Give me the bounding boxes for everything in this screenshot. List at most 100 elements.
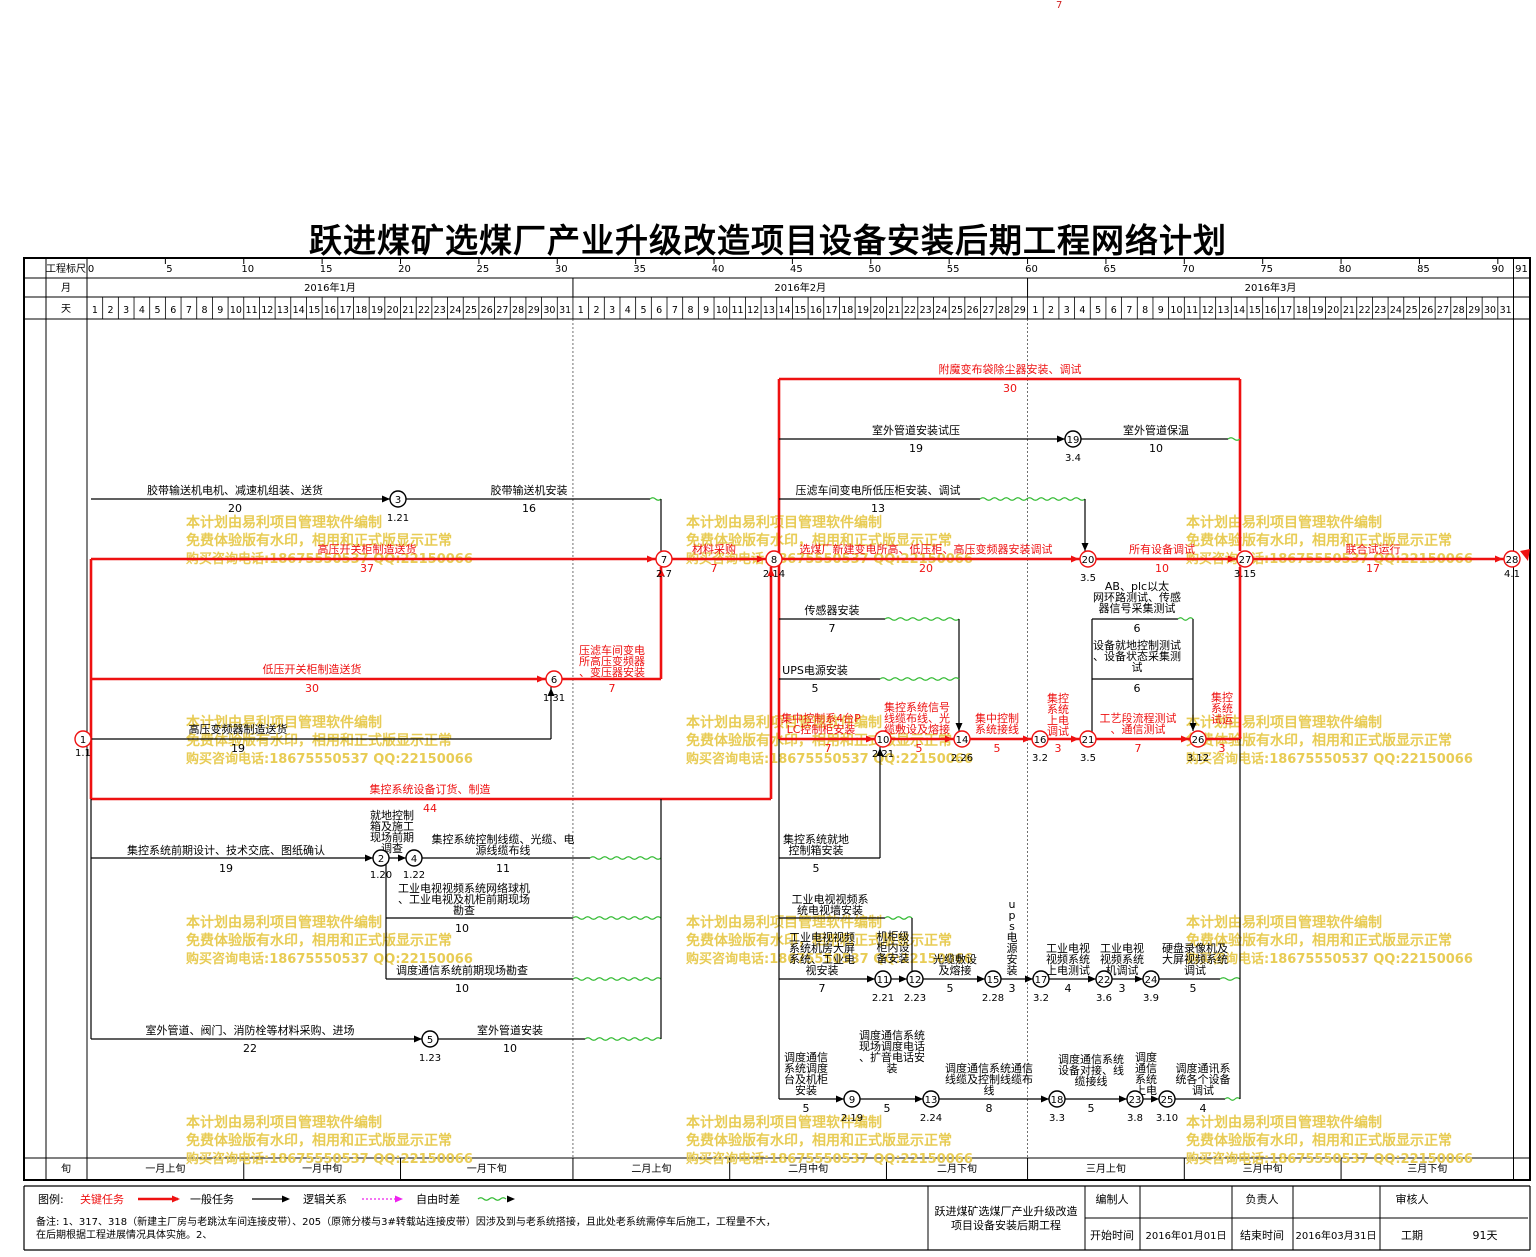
day-label: 6 bbox=[170, 305, 176, 316]
arrow-head bbox=[282, 1195, 290, 1203]
day-label: 27 bbox=[982, 305, 994, 316]
task-label: 附魔变布袋除尘器安装、调试 bbox=[939, 362, 1082, 376]
day-label: 10 bbox=[716, 305, 728, 316]
day-label: 28 bbox=[512, 305, 524, 316]
footer-project: 跃进煤矿选煤厂产业升级改造 bbox=[935, 1204, 1078, 1218]
arrow-head bbox=[1495, 555, 1503, 563]
node-9 bbox=[843, 1090, 861, 1108]
row-label-xun: 旬 bbox=[61, 1162, 71, 1175]
scale-tick-label: 35 bbox=[633, 264, 646, 275]
arrow-head bbox=[365, 854, 373, 862]
arrow-head bbox=[1025, 975, 1033, 983]
task-label: 视安装 bbox=[806, 963, 839, 977]
node-18 bbox=[1048, 1090, 1066, 1108]
day-label: 20 bbox=[387, 305, 399, 316]
arrow-head bbox=[867, 975, 875, 983]
free-float-wave bbox=[1177, 617, 1194, 621]
task-duration: 5 bbox=[947, 982, 954, 995]
watermark-text: 本计划由易利项目管理软件编制 bbox=[1186, 714, 1382, 731]
task-duration: 30 bbox=[305, 682, 319, 695]
footer-project: 项目设备安装后期工程 bbox=[951, 1218, 1061, 1232]
node-20 bbox=[1079, 550, 1097, 568]
scale-tick-label: 5 bbox=[166, 264, 172, 275]
task-label: 集控系统就地 bbox=[783, 832, 849, 846]
arrow-head bbox=[876, 748, 884, 756]
day-label: 12 bbox=[1202, 305, 1214, 316]
task-duration: 6 bbox=[1134, 682, 1141, 695]
node-date: 4.1 bbox=[1504, 569, 1520, 580]
day-label: 20 bbox=[873, 305, 885, 316]
arrow-head bbox=[955, 723, 963, 731]
day-label: 6 bbox=[656, 305, 662, 316]
scale-tick-label: 55 bbox=[947, 264, 960, 275]
day-label: 16 bbox=[810, 305, 822, 316]
task-duration: 13 bbox=[871, 502, 885, 515]
watermark-text: 购买咨询电话:18675550537 QQ:22150066 bbox=[686, 1151, 973, 1167]
task-label: 系统 bbox=[1135, 1073, 1157, 1086]
node-date: 3.10 bbox=[1156, 1113, 1178, 1124]
page-number: 7 bbox=[1056, 0, 1063, 11]
node-number: 7 bbox=[661, 555, 667, 566]
task-label: 器信号采集测试 bbox=[1099, 601, 1176, 615]
node-number: 11 bbox=[877, 975, 890, 986]
day-label: 23 bbox=[1374, 305, 1386, 316]
arrow-head bbox=[1081, 543, 1089, 551]
xun-label: 一月上旬 bbox=[145, 1162, 185, 1175]
arrow-head bbox=[172, 1195, 180, 1203]
row-label-month: 月 bbox=[61, 282, 71, 294]
node-14 bbox=[953, 730, 971, 748]
node-date: 2.28 bbox=[982, 993, 1004, 1004]
task-label: 压滤车间变电 bbox=[579, 643, 645, 657]
task-label: 工艺段流程测试 bbox=[1100, 711, 1177, 725]
task-duration: 10 bbox=[1149, 442, 1163, 455]
scale-tick-label: 10 bbox=[241, 264, 254, 275]
day-label: 11 bbox=[246, 305, 258, 316]
day-label: 29 bbox=[1014, 305, 1026, 316]
day-label: 22 bbox=[1359, 305, 1371, 316]
day-label: 30 bbox=[543, 305, 555, 316]
node-date: 3.6 bbox=[1096, 993, 1112, 1004]
task-label: UPS电源安装 bbox=[782, 663, 848, 677]
task-duration: 3 bbox=[1119, 982, 1126, 995]
task-label: 集中控制系4台P bbox=[781, 711, 861, 725]
arrow-head bbox=[398, 854, 406, 862]
node-date: 3.9 bbox=[1143, 993, 1159, 1004]
watermark-text: 免费体验版有水印，相用和正式版显示正常 bbox=[186, 532, 452, 549]
node-19 bbox=[1064, 430, 1082, 448]
footer-reviewer-label: 审核人 bbox=[1396, 1192, 1429, 1206]
task-label: 集控 bbox=[1047, 691, 1069, 705]
day-label: 26 bbox=[481, 305, 493, 316]
task-label: 系统机房大屏 bbox=[789, 941, 855, 955]
day-label: 28 bbox=[998, 305, 1010, 316]
day-label: 11 bbox=[731, 305, 743, 316]
node-number: 24 bbox=[1145, 975, 1158, 986]
footer-period: 91天 bbox=[1473, 1229, 1498, 1242]
task-label: 调试 bbox=[1192, 1084, 1214, 1097]
day-label: 22 bbox=[418, 305, 430, 316]
task-label: u bbox=[1009, 898, 1016, 911]
scale-tick-label: 90 bbox=[1491, 264, 1504, 275]
node-23 bbox=[1126, 1090, 1144, 1108]
task-label: 胶带输送机安装 bbox=[491, 483, 568, 497]
watermark-text: 免费体验版有水印，相用和正式版显示正常 bbox=[1186, 932, 1452, 949]
task-duration: 10 bbox=[1155, 562, 1169, 575]
arrow-head bbox=[1088, 975, 1096, 983]
day-label: 20 bbox=[1327, 305, 1339, 316]
day-label: 7 bbox=[672, 305, 678, 316]
watermark-text: 本计划由易利项目管理软件编制 bbox=[186, 514, 382, 531]
task-duration: 7 bbox=[825, 742, 832, 755]
node-date: 2.23 bbox=[904, 993, 926, 1004]
footer-end-label: 结束时间 bbox=[1240, 1229, 1284, 1242]
xun-label: 三月上旬 bbox=[1086, 1162, 1126, 1175]
day-label: 5 bbox=[1095, 305, 1101, 316]
arrow-head bbox=[657, 568, 665, 576]
task-label: 传感器安装 bbox=[805, 603, 860, 617]
task-label: 室外管道、阀门、消防栓等材料采购、进场 bbox=[146, 1023, 355, 1037]
day-label: 18 bbox=[1296, 305, 1308, 316]
watermark-text: 免费体验版有水印，相用和正式版显示正常 bbox=[1186, 732, 1452, 749]
watermark-text: 购买咨询电话:18675550537 QQ:22150066 bbox=[1186, 951, 1473, 967]
task-duration: 4 bbox=[1200, 1102, 1207, 1115]
node-number: 6 bbox=[551, 675, 557, 686]
node-number: 3 bbox=[395, 495, 401, 506]
task-duration: 37 bbox=[360, 562, 374, 575]
